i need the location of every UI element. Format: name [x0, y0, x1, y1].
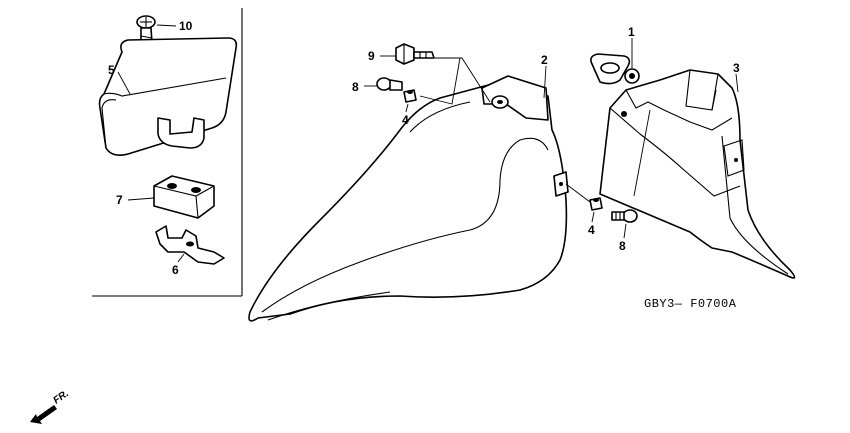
- part-3-inner-fender: [599, 69, 796, 279]
- leader-10: [156, 24, 177, 27]
- part-8-screw-lower: [611, 209, 638, 223]
- part-6-bracket: [155, 225, 225, 265]
- callout-2: 2: [541, 53, 548, 67]
- part-8-screw-upper: [376, 77, 403, 91]
- callout-7: 7: [116, 193, 123, 207]
- leader-4b-path: [565, 183, 591, 203]
- leader-8b: [623, 223, 627, 239]
- part-7-rubber-block: [153, 175, 215, 219]
- callout-4-lower: 4: [588, 223, 595, 237]
- inset-frame: [92, 8, 243, 297]
- leader-6: [177, 253, 185, 263]
- part-2-front-fender: [248, 75, 569, 322]
- leader-7: [127, 197, 155, 201]
- part-1-grommet: [590, 53, 640, 85]
- leader-4a-path: [419, 57, 461, 105]
- callout-1: 1: [628, 25, 635, 39]
- front-direction-arrow-icon: [30, 405, 57, 424]
- callout-9: 9: [368, 49, 375, 63]
- callout-8-lower: 8: [619, 239, 626, 253]
- front-direction-label: FR.: [51, 388, 71, 406]
- part-5-reflector: [98, 37, 238, 156]
- leader-4a: [405, 103, 409, 113]
- part-9-bolt: [395, 43, 435, 65]
- part-4-collar-upper: [403, 89, 417, 103]
- callout-8-upper: 8: [352, 80, 359, 94]
- callout-3: 3: [733, 61, 740, 75]
- leader-9-path: [434, 57, 491, 103]
- leader-2: [543, 65, 547, 99]
- leader-4b: [591, 211, 595, 223]
- part-4-collar-lower: [589, 197, 603, 211]
- leader-5: [117, 71, 131, 95]
- callout-6: 6: [172, 263, 179, 277]
- callout-5: 5: [108, 63, 115, 77]
- callout-10: 10: [179, 19, 193, 33]
- diagram-code: GBY3— F0700A: [644, 297, 737, 311]
- callout-4-upper: 4: [402, 113, 409, 127]
- leader-1-inner: [633, 109, 651, 197]
- leader-3: [735, 73, 739, 93]
